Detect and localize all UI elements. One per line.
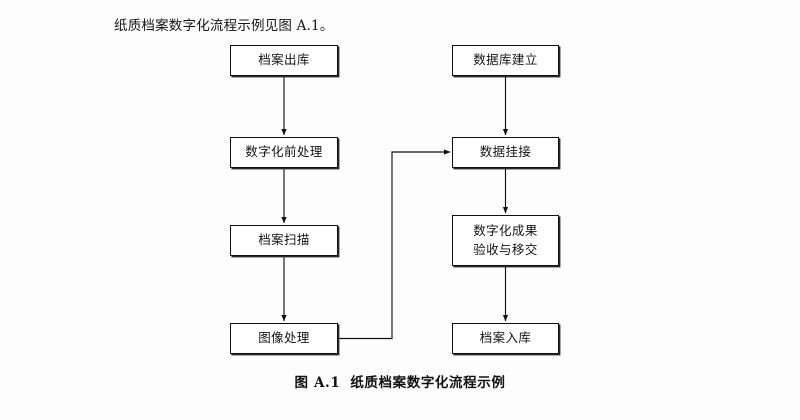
flow-node-label: 数据库建立 [473, 52, 538, 68]
figure-caption: 图 A.1 纸质档案数字化流程示例 [0, 371, 800, 391]
flow-node-label: 数据挂接 [479, 144, 532, 160]
flow-node-accept-transfer[interactable]: 数字化成果 验收与移交 [452, 215, 559, 266]
flow-node-label-line2: 验收与移交 [473, 241, 538, 257]
flow-node-label: 档案出库 [258, 52, 310, 68]
flow-node-archive-scan[interactable]: 档案扫描 [230, 225, 338, 256]
flow-node-image-process[interactable]: 图像处理 [230, 323, 338, 354]
flow-node-archive-out[interactable]: 档案出库 [230, 45, 338, 76]
flow-node-label: 档案扫描 [258, 232, 310, 248]
flow-node-db-build[interactable]: 数据库建立 [452, 45, 559, 76]
flow-node-label-line1: 数字化成果 [473, 223, 538, 239]
flow-node-pre-digitize[interactable]: 数字化前处理 [230, 137, 338, 168]
figure-caption-label: 图 A.1 [294, 375, 341, 391]
intro-paragraph: 纸质档案数字化流程示例见图 A.1。 [114, 18, 334, 34]
flow-node-label: 图像处理 [258, 330, 310, 346]
flow-node-label: 数字化前处理 [245, 144, 323, 160]
flow-node-data-link[interactable]: 数据挂接 [452, 137, 559, 168]
edge-image-process-to-data-link [339, 149, 451, 340]
flow-node-label: 档案入库 [479, 330, 532, 346]
flow-node-archive-in[interactable]: 档案入库 [452, 323, 559, 354]
figure-caption-text: 纸质档案数字化流程示例 [350, 375, 506, 391]
